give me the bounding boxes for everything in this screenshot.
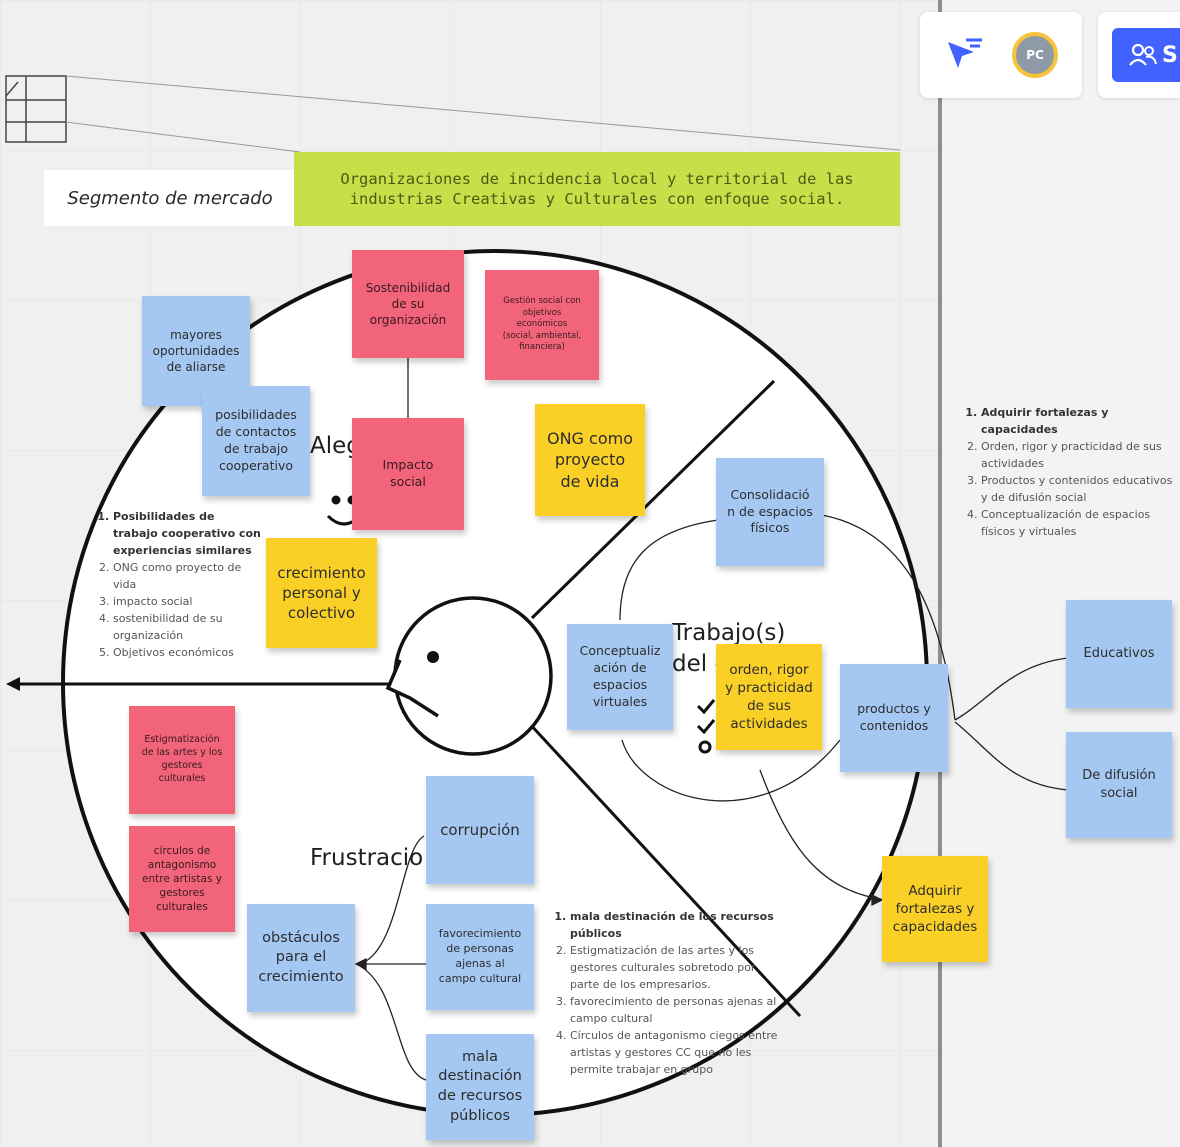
- sticky-note-educativos[interactable]: Educativos: [1066, 600, 1172, 708]
- list-item: Círculos de antagonismo ciegos entre art…: [570, 1027, 785, 1078]
- sticky-note-productos[interactable]: productos y contenidos: [840, 664, 948, 772]
- sticky-note-gestion-social[interactable]: Gestión social con objetivos económicos …: [485, 270, 599, 380]
- sticky-note-consolidacion[interactable]: Consolidació n de espacios físicos: [716, 458, 824, 566]
- sticky-note-ong-proyecto[interactable]: ONG como proyecto de vida: [535, 404, 645, 516]
- sticky-note-obstaculos[interactable]: obstáculos para el crecimiento: [247, 904, 355, 1012]
- divider-lower: [526, 720, 802, 1018]
- alegrias-list: Posibilidades de trabajo cooperativo con…: [98, 508, 263, 661]
- trabajos-list: Adquirir fortalezas y capacidades Orden,…: [966, 404, 1176, 540]
- sticky-note-favorecimiento[interactable]: favorecimiento de personas ajenas al cam…: [426, 904, 534, 1010]
- segment-label: Segmento de mercado: [44, 170, 296, 226]
- sticky-note-crecimiento[interactable]: crecimiento personal y colectivo: [266, 538, 377, 648]
- list-item: sostenibilidad de su organización: [113, 610, 263, 644]
- sticky-note-posibilidades-contactos[interactable]: posibilidades de contactos de trabajo co…: [202, 386, 310, 496]
- list-item: Adquirir fortalezas y capacidades: [981, 404, 1176, 438]
- sticky-note-estigmatizacion[interactable]: Estigmatización de las artes y los gesto…: [129, 706, 235, 814]
- cursor-filter-icon[interactable]: [944, 36, 984, 72]
- list-item: Posibilidades de trabajo cooperativo con…: [113, 508, 263, 559]
- share-label: S: [1162, 42, 1178, 68]
- list-item: mala destinación de los recursos público…: [570, 908, 785, 942]
- sticky-note-corrupcion[interactable]: corrupción: [426, 776, 534, 884]
- sticky-note-orden-rigor[interactable]: orden, rigor y practicidad de sus activi…: [716, 644, 822, 750]
- trabajos-label-1: Trabajo(s): [672, 620, 786, 646]
- sticky-note-conceptualizacion[interactable]: Conceptualiz ación de espacios virtuales: [567, 624, 673, 730]
- list-item: Objetivos económicos: [113, 644, 263, 661]
- frame-sketch: [5, 75, 901, 153]
- divider-upper: [530, 379, 776, 620]
- user-avatar[interactable]: PC: [1012, 32, 1058, 78]
- users-icon: [1129, 43, 1157, 66]
- list-item: impacto social: [113, 593, 263, 610]
- list-item: Orden, rigor y practicidad de sus activi…: [981, 438, 1176, 472]
- list-item: Productos y contenidos educativos y de d…: [981, 472, 1176, 506]
- frame-divider: [938, 0, 942, 1147]
- share-button[interactable]: S: [1112, 28, 1180, 82]
- sticky-note-difusion[interactable]: De difusión social: [1066, 732, 1172, 838]
- sticky-note-adquirir[interactable]: Adquirir fortalezas y capacidades: [882, 856, 988, 962]
- sticky-note-sostenibilidad[interactable]: Sostenibilidad de su organización: [352, 250, 464, 358]
- face-icon: [385, 596, 553, 756]
- sticky-note-impacto-social[interactable]: Impacto social: [352, 418, 464, 530]
- segment-description[interactable]: Organizaciones de incidencia local y ter…: [294, 152, 900, 226]
- frustraciones-list: mala destinación de los recursos público…: [555, 908, 785, 1078]
- checklist-icon: [696, 699, 716, 754]
- list-item: Conceptualización de espacios físicos y …: [981, 506, 1176, 540]
- list-item: ONG como proyecto de vida: [113, 559, 263, 593]
- list-item: favorecimiento de personas ajenas al cam…: [570, 993, 785, 1027]
- list-item: Estigmatización de las artes y los gesto…: [570, 942, 785, 993]
- sticky-note-circulos[interactable]: círculos de antagonismo entre artistas y…: [129, 826, 235, 932]
- sticky-note-mala-destinacion[interactable]: mala destinación de recursos públicos: [426, 1034, 534, 1140]
- frustraciones-label: Frustracio: [310, 845, 424, 871]
